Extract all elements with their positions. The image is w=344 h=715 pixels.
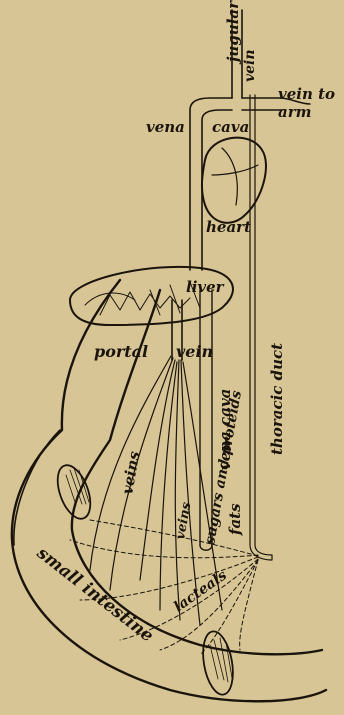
label-vein-to-arm-line1: vein to bbox=[278, 85, 335, 103]
heart-shape bbox=[202, 138, 266, 223]
label-cava: cava bbox=[212, 118, 249, 136]
label-thoracic-duct: thoracic duct bbox=[268, 343, 286, 455]
label-small-intestine: small intestine bbox=[32, 543, 157, 647]
label-veins-upper: veins bbox=[118, 449, 143, 495]
thoracic-duct-shape bbox=[250, 95, 272, 560]
label-jugular: jugular bbox=[224, 0, 242, 65]
label-liver: liver bbox=[186, 278, 225, 296]
label-vein-top: vein bbox=[242, 49, 258, 82]
label-portal-vein: vein bbox=[176, 342, 213, 361]
label-fats: fats bbox=[226, 503, 244, 536]
label-vena: vena bbox=[146, 118, 185, 136]
label-vein-to-arm-line2: arm bbox=[278, 103, 312, 121]
label-heart: heart bbox=[206, 218, 251, 236]
label-portal: portal bbox=[94, 342, 148, 361]
